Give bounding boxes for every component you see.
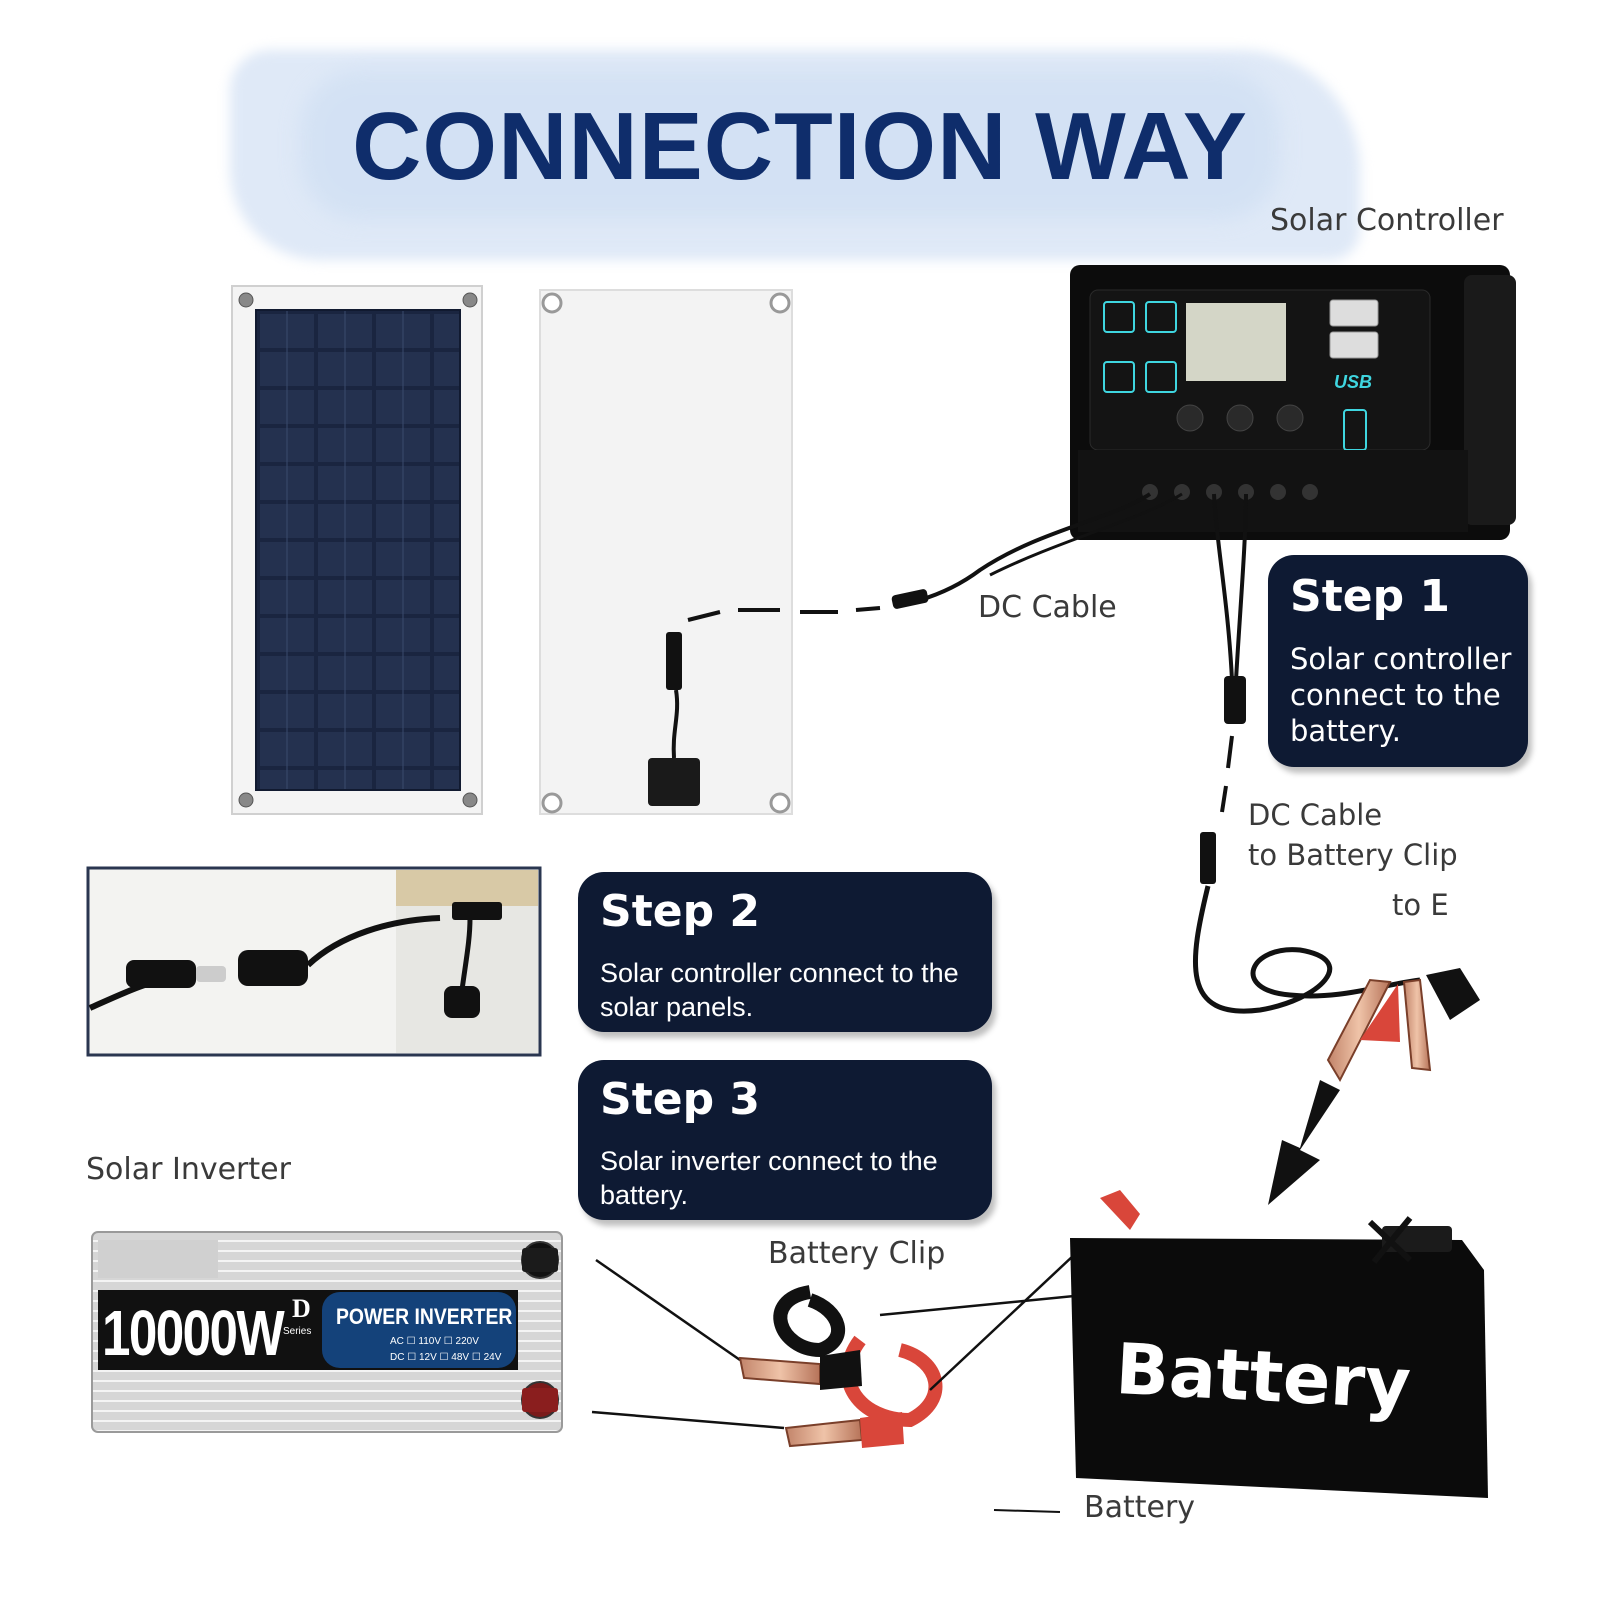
step-1-title: Step 1 — [1290, 571, 1450, 622]
power-inverter — [91, 1231, 563, 1433]
inverter-series-word: Series — [283, 1326, 312, 1337]
step-1-description: Solar controller connect to the battery. — [1290, 642, 1512, 748]
battery-label: Battery — [1084, 1490, 1196, 1525]
dc-cable-battery-label-line2: to Battery Clip — [1248, 838, 1458, 872]
inverter-series-letter: D — [292, 1294, 311, 1323]
inverter-ac-spec: AC ☐ 110V ☐ 220V — [390, 1336, 479, 1347]
inverter-product-name: POWER INVERTER — [336, 1304, 513, 1329]
solar-inverter-label: Solar Inverter — [86, 1152, 291, 1187]
battery-illustration — [1070, 1190, 1488, 1498]
dc-cable-battery-label-line1: DC Cable — [1248, 798, 1383, 832]
inverter-wattage: 10000W — [102, 1297, 285, 1369]
step-2-description: Solar controller connect to the solar pa… — [600, 958, 959, 1022]
solar-controller — [1070, 265, 1516, 540]
controller-usb-label: USB — [1334, 372, 1373, 392]
inverter-dc-spec: DC ☐ 12V ☐ 48V ☐ 24V — [390, 1352, 502, 1363]
step-2-title: Step 2 — [600, 886, 760, 937]
dc-cable-battery-label-line3: to E — [1392, 888, 1449, 922]
connector-photo — [86, 866, 542, 1057]
step-2-card: Step 2 Solar controller connect to the s… — [578, 872, 992, 1032]
step-3-description: Solar inverter connect to the battery. — [600, 1146, 938, 1210]
solar-controller-label: Solar Controller — [1270, 203, 1504, 238]
step-1-card: Step 1 Solar controller connect to the b… — [1268, 555, 1528, 767]
title-background-inner — [300, 70, 1280, 220]
step-3-title: Step 3 — [600, 1074, 760, 1125]
solar-panel-back — [539, 289, 793, 815]
step-3-card: Step 3 Solar inverter connect to the bat… — [578, 1060, 992, 1220]
battery-clip-label: Battery Clip — [768, 1236, 946, 1271]
dc-cable-label: DC Cable — [978, 590, 1117, 625]
battery-product-label: Battery — [1113, 1328, 1413, 1426]
solar-panel-front — [231, 285, 483, 815]
page-title: CONNECTION WAY — [352, 93, 1248, 200]
